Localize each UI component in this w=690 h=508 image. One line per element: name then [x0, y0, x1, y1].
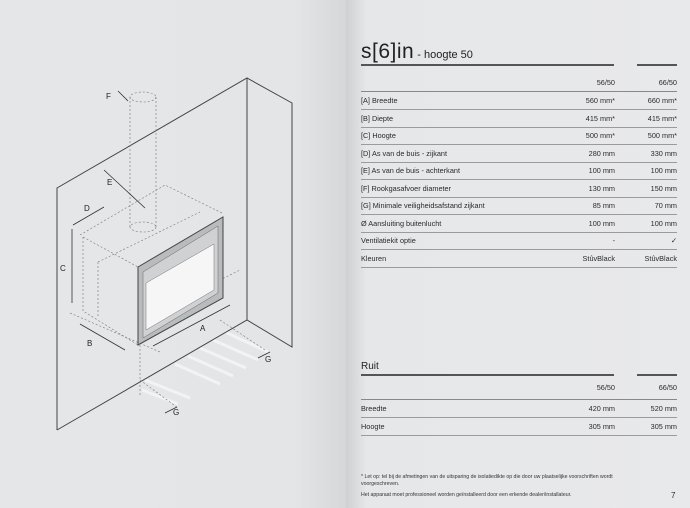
- header-rule: [361, 64, 614, 66]
- value-66-50: 520 mm: [650, 404, 677, 414]
- label-f: F: [106, 92, 111, 101]
- value-66-50: 100 mm: [650, 166, 677, 176]
- table-row: [D] As van de buis - zijkant 280 mm 330 mm: [361, 145, 677, 163]
- row-label: Ø Aansluiting buitenlucht: [361, 218, 442, 228]
- row-label: [A] Breedte: [361, 96, 398, 106]
- row-label: [F] Rookgasafvoer diameter: [361, 183, 452, 193]
- page-title: s[6]in - hoogte 50: [361, 40, 473, 64]
- fireplace-frame: [137, 216, 224, 346]
- value-56-50: 415 mm*: [585, 113, 615, 123]
- row-label: Hoogte: [361, 421, 385, 431]
- model-subtitle: - hoogte 50: [414, 49, 473, 61]
- header-rule: [361, 374, 614, 376]
- header-rule: [637, 64, 677, 66]
- row-label: Breedte: [361, 404, 387, 414]
- column-header: 66/50: [658, 78, 677, 87]
- table-row: [C] Hoogte 500 mm* 500 mm*: [361, 128, 677, 145]
- value-66-50: StûvBlack: [644, 253, 677, 263]
- value-66-50: 150 mm: [650, 183, 677, 193]
- value-56-50: 130 mm: [588, 183, 615, 193]
- installation-diagram: F E D C B A G G: [56, 77, 293, 431]
- table-row: [G] Minimale veiligheidsafstand zijkant 8…: [361, 198, 677, 215]
- wall-outline: [56, 77, 293, 431]
- table-row: [A] Breedte 560 mm* 660 mm*: [361, 93, 677, 110]
- row-label: [C] Hoogte: [361, 131, 396, 141]
- dimension-lines: [71, 90, 271, 414]
- specs-table: 56/50 66/50 [A] Breedte 560 mm* 660 mm* [B] …: [361, 64, 677, 274]
- value-66-50: 415 mm*: [647, 113, 677, 123]
- value-66-50: 330 mm: [650, 148, 677, 158]
- value-56-50: 560 mm*: [585, 96, 615, 106]
- table-row: Breedte 420 mm 520 mm: [361, 401, 677, 418]
- label-g-front: G: [173, 408, 179, 417]
- value-56-50: 280 mm: [588, 148, 615, 158]
- ruit-title: Ruit: [361, 361, 379, 372]
- label-b: B: [87, 339, 92, 348]
- label-g-side: G: [265, 355, 271, 364]
- value-66-50: 100 mm: [650, 218, 677, 228]
- row-label: Kleuren: [361, 253, 387, 263]
- value-66-50: 660 mm*: [647, 96, 677, 106]
- value-56-50: 420 mm: [588, 404, 615, 414]
- label-c: C: [60, 264, 66, 273]
- value-66-50: 70 mm: [654, 201, 677, 211]
- value-56-50: -: [612, 236, 615, 246]
- label-d: D: [84, 204, 90, 213]
- table-row: Ø Aansluiting buitenlucht 100 mm 100 mm: [361, 215, 677, 233]
- footnote-insulation: * Let op: tel bij de afmetingen van de u…: [361, 474, 613, 487]
- table-row: [B] Diepte 415 mm* 415 mm*: [361, 110, 677, 128]
- model-name: s[6]in: [361, 40, 415, 63]
- value-56-50: 100 mm: [588, 166, 615, 176]
- value-66-50: 305 mm: [650, 421, 677, 431]
- table-row: [F] Rookgasafvoer diameter 130 mm 150 mm: [361, 180, 677, 198]
- value-56-50: 305 mm: [588, 421, 615, 431]
- table-header: 56/50 66/50: [361, 376, 677, 400]
- floor-clearance-shading: [141, 330, 269, 406]
- value-66-50: 500 mm*: [647, 131, 677, 141]
- row-label: [E] As van de buis - achterkant: [361, 166, 460, 176]
- row-label: Ventilatiekit optie: [361, 236, 416, 246]
- footnote-installation: Het apparaat moet professioneel worden g…: [361, 492, 572, 498]
- value-66-50: ✓: [670, 236, 677, 246]
- label-a: A: [200, 324, 206, 333]
- row-label: [D] As van de buis - zijkant: [361, 148, 447, 158]
- table-row: [E] As van de buis - achterkant 100 mm 100…: [361, 163, 677, 180]
- table-header: 56/50 66/50: [361, 74, 677, 92]
- table-row: Hoogte 305 mm 305 mm: [361, 418, 677, 436]
- value-56-50: 100 mm: [588, 218, 615, 228]
- table-row: Kleuren StûvBlack StûvBlack: [361, 250, 677, 268]
- column-header: 66/50: [658, 383, 677, 392]
- table-row: Ventilatiekit optie - ✓: [361, 233, 677, 250]
- header-rule: [637, 374, 677, 376]
- column-header: 56/50: [596, 383, 615, 392]
- value-56-50: 500 mm*: [585, 131, 615, 141]
- page-number: 7: [671, 491, 676, 500]
- column-header: 56/50: [596, 78, 615, 87]
- row-label: [B] Diepte: [361, 113, 394, 123]
- right-page: [346, 0, 690, 508]
- label-e: E: [107, 178, 112, 187]
- row-label: [G] Minimale veiligheidsafstand zijkant: [361, 201, 485, 211]
- value-56-50: StûvBlack: [582, 253, 615, 263]
- ruit-table: 56/50 66/50 Breedte 420 mm 520 mm Hoogte 305 …: [361, 374, 677, 436]
- value-56-50: 85 mm: [592, 201, 615, 211]
